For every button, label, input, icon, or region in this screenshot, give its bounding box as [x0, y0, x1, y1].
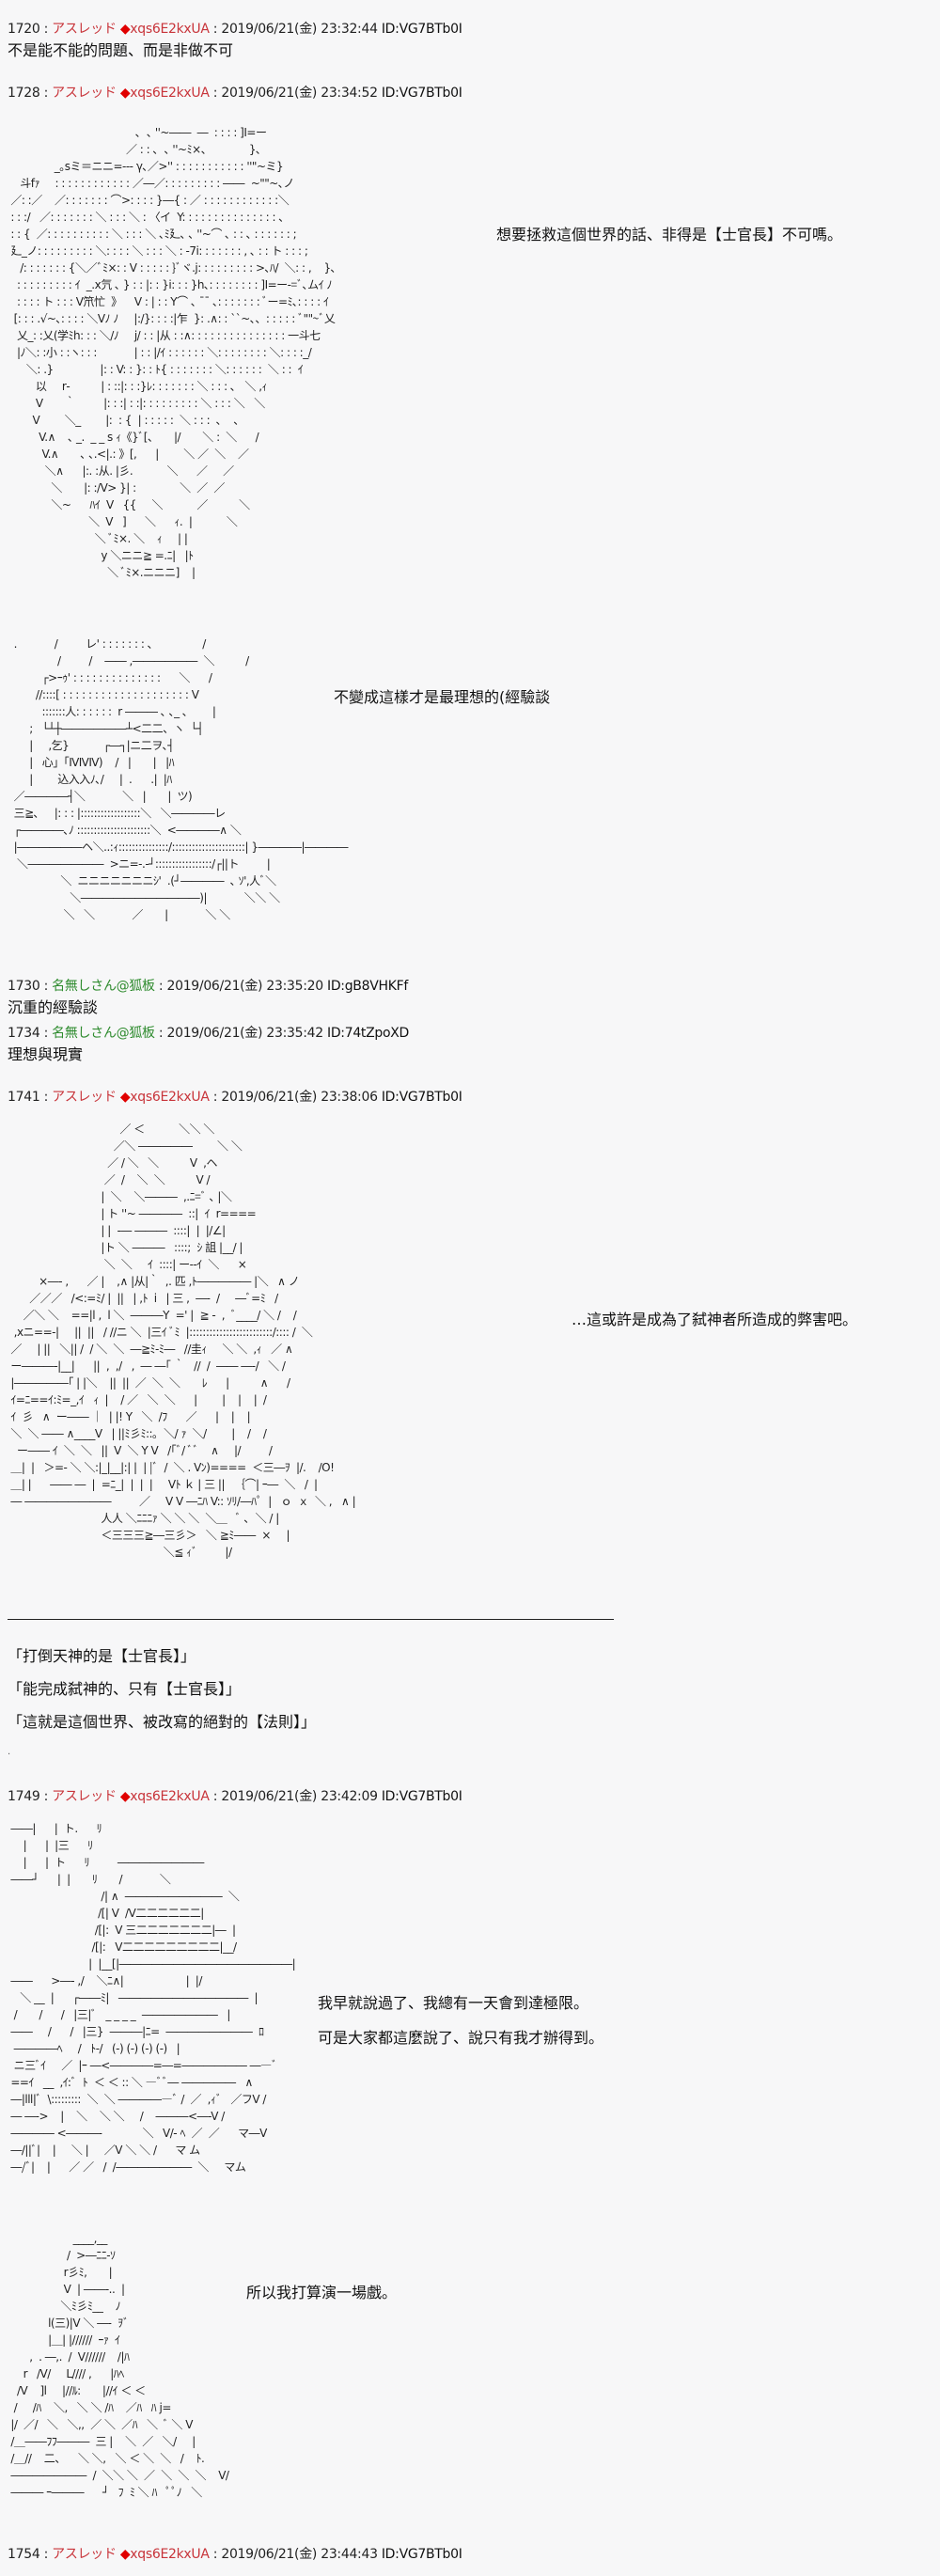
trip-diamond-icon: ◆	[119, 2547, 131, 2562]
post-date: 2019/06/21(金) 23:32:44	[221, 22, 378, 37]
post-header: 1728 : アスレッド ◆xqs6E2kxUA : 2019/06/21(金)…	[8, 86, 462, 101]
quote-line: 「打倒天神的是【士官長】」	[8, 1647, 196, 1665]
post-number[interactable]: 1741	[8, 1090, 40, 1105]
post-header: 1720 : アスレッド ◆xqs6E2kxUA : 2019/06/21(金)…	[8, 22, 462, 37]
post-body: 不是能不能的問題、而是非做不可	[8, 41, 234, 59]
dot-mark: .	[8, 1747, 11, 1757]
tripcode: xqs6E2kxUA	[130, 86, 210, 101]
post-date: 2019/06/21(金) 23:42:09	[221, 1789, 378, 1804]
post-number[interactable]: 1754	[8, 2547, 40, 2562]
trip-diamond-icon: ◆	[119, 22, 131, 37]
post-header: 1754 : アスレッド ◆xqs6E2kxUA : 2019/06/21(金)…	[8, 2547, 462, 2562]
poster-id[interactable]: ID:74tZpoXD	[326, 1026, 410, 1041]
ascii-art-mech: ／ ＜ ＼＼ ＼ ／＼ ――――― ＼ ＼ ／ / ＼ ＼ V ,ヘ ／ / ＼…	[10, 1123, 356, 1559]
poster-id[interactable]: ID:VG7BTb0I	[381, 86, 462, 101]
post-date: 2019/06/21(金) 23:35:42	[166, 1026, 323, 1041]
poster-name: アスレッド	[52, 1090, 117, 1105]
tripcode: xqs6E2kxUA	[130, 1090, 210, 1105]
dialogue-text: 所以我打算演一場戲。	[246, 2284, 398, 2301]
post-number[interactable]: 1728	[8, 86, 40, 101]
tripcode: xqs6E2kxUA	[130, 2547, 210, 2562]
post-header: 1741 : アスレッド ◆xqs6E2kxUA : 2019/06/21(金)…	[8, 1090, 462, 1105]
post-date: 2019/06/21(金) 23:44:43	[221, 2547, 378, 2562]
dialogue-text: 不變成這樣才是最理想的(經驗談	[334, 688, 551, 706]
ascii-art-figure: ____,__ / >―ﾆﾆ-ｿ r彡ﾐ, | V | ――‐.. | ＼ﾐ彡ﾐ…	[10, 2232, 229, 2499]
post-header: 1734 : 名無しさん@狐板 : 2019/06/21(金) 23:35:42…	[8, 1026, 410, 1041]
post-number[interactable]: 1734	[8, 1026, 40, 1041]
poster-name: 名無しさん@狐板	[52, 1026, 155, 1041]
dialogue-text: …這或許是成為了弑神者所造成的弊害吧。	[572, 1311, 858, 1328]
dialogue-text: 可是大家都這麼說了、說只有我才辦得到。	[318, 2029, 604, 2047]
post-date: 2019/06/21(金) 23:38:06	[221, 1090, 378, 1105]
post-date: 2019/06/21(金) 23:35:20	[166, 979, 323, 994]
post-number[interactable]: 1749	[8, 1789, 40, 1804]
ascii-art-robot: ――| | ト. ﾘ | | |三 ﾘ | | ト ﾘ ―――――――― ――┘…	[10, 1822, 296, 2174]
quote-line: 「這就是這個世界、被改寫的絕對的【法則】」	[8, 1713, 317, 1731]
post-number[interactable]: 1720	[8, 22, 40, 37]
poster-name: アスレッド	[52, 1789, 117, 1804]
poster-id[interactable]: ID:VG7BTb0I	[381, 22, 462, 37]
poster-name: アスレッド	[52, 22, 117, 37]
poster-id[interactable]: ID:VG7BTb0I	[381, 2547, 462, 2562]
tripcode: xqs6E2kxUA	[130, 1789, 210, 1804]
tripcode: xqs6E2kxUA	[130, 22, 210, 37]
dialogue-text: 想要拯救這個世界的話、非得是【士官長】不可嗎。	[496, 226, 843, 243]
quote-line: 「能完成弑神的、只有【士官長】」	[8, 1680, 242, 1698]
poster-name: アスレッド	[52, 86, 117, 101]
poster-id[interactable]: ID:VG7BTb0I	[381, 1789, 462, 1804]
post-body: 沉重的經驗談	[8, 998, 99, 1016]
post-body: 理想與現實	[8, 1045, 84, 1063]
poster-id[interactable]: ID:VG7BTb0I	[381, 1090, 462, 1105]
trip-diamond-icon: ◆	[119, 1090, 131, 1105]
dialogue-text: 我早就說過了、我總有一天會到達極限。	[318, 1994, 589, 2012]
trip-diamond-icon: ◆	[119, 86, 131, 101]
post-header: 1749 : アスレッド ◆xqs6E2kxUA : 2019/06/21(金)…	[8, 1789, 462, 1804]
post-number[interactable]: 1730	[8, 979, 40, 994]
poster-name: アスレッド	[52, 2547, 117, 2562]
post-date: 2019/06/21(金) 23:34:52	[221, 86, 378, 101]
ascii-art-helmet: . / レ' : : : : : : : ､ / / / ―― ,―――――― …	[13, 637, 349, 921]
poster-id[interactable]: ID:gB8VHKFf	[326, 979, 408, 994]
trip-diamond-icon: ◆	[119, 1789, 131, 1804]
poster-name: 名無しさん@狐板	[52, 979, 155, 994]
divider-line	[8, 1619, 614, 1620]
post-header: 1730 : 名無しさん@狐板 : 2019/06/21(金) 23:35:20…	[8, 979, 408, 994]
ascii-art-soldier: ､ ､ ''~―― ― : : : : ]I=ー ／ : : ､ ､ ''~ﾐ×…	[10, 126, 337, 579]
